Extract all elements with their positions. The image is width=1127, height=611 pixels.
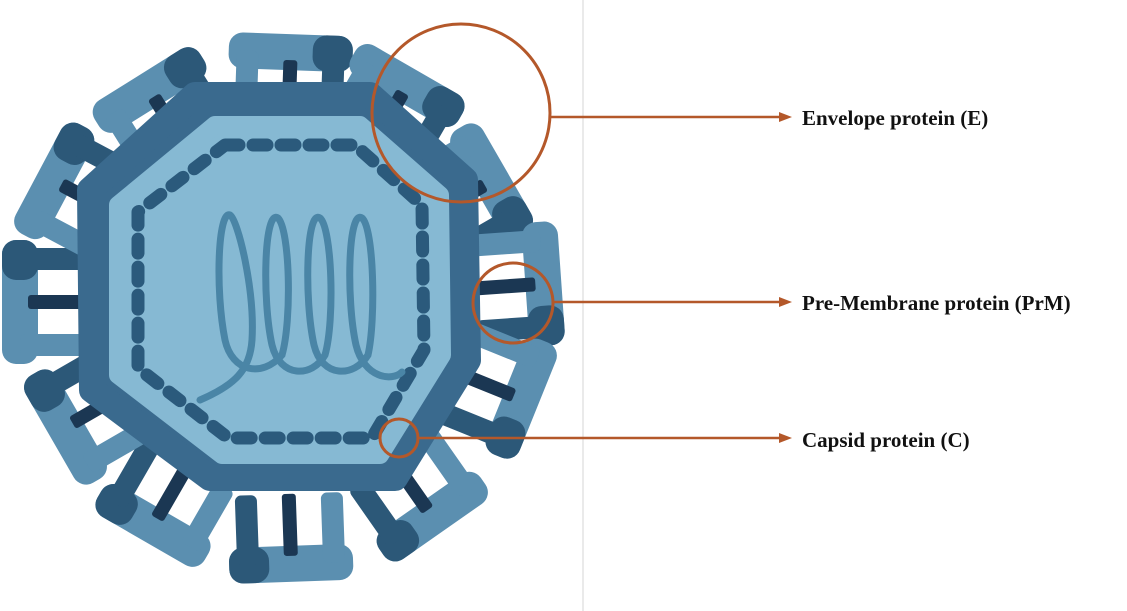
envelope-spike [227, 492, 354, 584]
spike-leg [235, 495, 259, 566]
envelope-spike [2, 240, 90, 364]
spike-stalk [282, 494, 298, 556]
prm-arrowhead [779, 297, 792, 307]
spike-leg [321, 492, 345, 563]
pre-membrane-protein-label: Pre-Membrane protein (PrM) [802, 291, 1071, 315]
capsid-arrowhead [779, 433, 792, 443]
capsid-protein-label: Capsid protein (C) [802, 428, 970, 452]
envelope-protein-label: Envelope protein (E) [802, 106, 988, 130]
envelope-arrowhead [779, 112, 792, 122]
